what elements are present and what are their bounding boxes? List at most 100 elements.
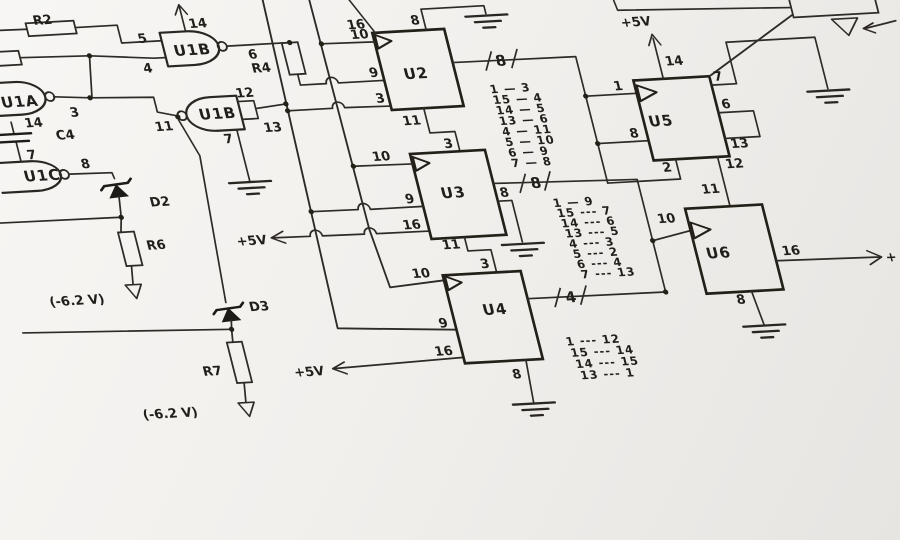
wire <box>74 24 163 44</box>
wire <box>352 163 414 168</box>
wire <box>296 73 386 86</box>
pin-map-row: 4 — 11 <box>500 122 553 138</box>
label-u1b-top: U1B <box>172 40 213 60</box>
pin-label: 7 <box>712 70 725 85</box>
pin-map-row: 7 --- 13 <box>579 265 637 282</box>
ground-symbol <box>464 13 509 29</box>
resistor-r7 <box>225 340 254 385</box>
label-d2: D2 <box>148 195 172 211</box>
ground-symbol <box>500 241 546 258</box>
bus-vertical-2 <box>307 0 445 289</box>
ic-u5-box <box>631 74 732 162</box>
up-arrow-icon <box>174 3 189 16</box>
pin-label: 10 <box>410 266 432 282</box>
wire <box>178 5 187 33</box>
wire <box>603 0 793 12</box>
junction-dot <box>649 238 656 244</box>
wire <box>89 96 179 117</box>
clock-input-icon <box>443 275 463 292</box>
label-c4: C4 <box>54 128 76 144</box>
pin-label: 1 <box>612 79 625 94</box>
rail-arrow-down-icon <box>237 401 255 418</box>
pin-map-row: 14 — 5 <box>494 101 547 117</box>
wire <box>584 92 638 97</box>
wire <box>497 199 524 243</box>
ground-symbol <box>806 88 851 104</box>
plus-label: + <box>884 250 899 265</box>
pin-map-row: 4 --- 3 <box>567 235 616 251</box>
pin-label: 4 <box>142 61 155 76</box>
junction-dot <box>662 289 669 295</box>
plus5v-label: +5V <box>293 364 327 380</box>
pin-map-row: 15 --- 7 <box>555 203 613 220</box>
bus-slash-icon <box>554 287 562 308</box>
label-r4: R4 <box>250 61 273 77</box>
pin-label: 11 <box>153 119 175 135</box>
bus-slash-icon <box>579 285 587 306</box>
pin-label: 16 <box>433 344 455 360</box>
left-arrow-icon <box>331 361 348 375</box>
ic-u3-box <box>408 148 509 241</box>
bus-vertical-1 <box>261 0 458 331</box>
label-u1b-mid: U1B <box>197 104 238 124</box>
pin-label: 9 <box>368 66 381 81</box>
plus5v-label: +5V <box>235 233 269 249</box>
pin-label: 14 <box>23 116 45 132</box>
pin-label: 9 <box>404 192 417 207</box>
pin-map-row: 14 --- 6 <box>559 214 617 231</box>
wire <box>710 13 794 76</box>
pin-label: 14 <box>663 54 685 70</box>
pin-label: 7 <box>25 148 38 163</box>
ic-u6-box <box>683 203 786 296</box>
wire <box>118 195 123 219</box>
wire <box>451 55 609 184</box>
junction-dot <box>318 41 325 47</box>
pin-label: 3 <box>68 106 81 121</box>
pin-label: 6 <box>720 97 733 112</box>
junction-dot <box>285 108 291 114</box>
pin-label: 8 <box>628 126 641 141</box>
ground-symbol <box>227 179 273 196</box>
wire <box>236 99 260 121</box>
wire <box>463 236 498 274</box>
pin-map-row: 1 — 3 <box>488 80 532 96</box>
wire <box>864 19 897 30</box>
ground-symbol <box>511 401 557 417</box>
pin-label: 5 <box>136 32 149 47</box>
pin-label: 10 <box>656 212 678 228</box>
label-u1c: U1C <box>22 166 63 186</box>
ic-u4-box <box>441 269 545 365</box>
wire <box>525 359 535 404</box>
wire <box>0 216 123 225</box>
wire <box>750 290 765 326</box>
wire <box>243 381 247 403</box>
left-arrow-icon <box>862 22 877 34</box>
label-u2: U2 <box>401 64 430 83</box>
pin-label: 3 <box>374 92 387 107</box>
bus-slash-icon <box>544 170 551 191</box>
wire <box>235 128 251 182</box>
bus-slash-icon <box>485 51 493 72</box>
pin-label: 11 <box>401 114 423 130</box>
wire <box>651 229 692 242</box>
plus5v-label: +5V <box>619 15 653 31</box>
clock-input-icon <box>373 33 393 50</box>
label-u4: U4 <box>480 300 509 319</box>
wire <box>88 54 93 99</box>
wire <box>775 256 881 262</box>
right-arrow-icon <box>866 249 883 266</box>
wire <box>177 119 227 304</box>
pin-label: 11 <box>700 182 722 198</box>
junction-dot <box>87 95 93 101</box>
pin-label: 13 <box>262 120 284 136</box>
pin-label: 12 <box>724 157 746 173</box>
label-r7: R7 <box>201 364 224 380</box>
bus-width-label: 4 <box>563 288 578 306</box>
partial-box-top-right <box>778 0 880 19</box>
label-u1a: U1A <box>0 92 41 112</box>
label-u3: U3 <box>439 183 468 202</box>
pin-map-row: 5 — 10 <box>504 133 557 149</box>
rail-arrow-down-icon <box>124 283 143 300</box>
label-d3: D3 <box>248 299 272 315</box>
wire <box>310 202 425 213</box>
